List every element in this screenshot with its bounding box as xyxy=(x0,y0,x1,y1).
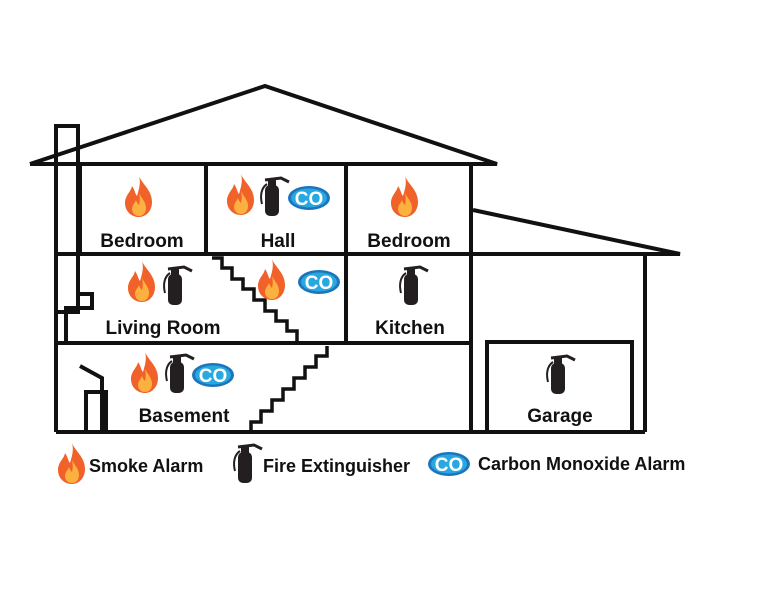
fire-extinguisher-icon xyxy=(259,176,291,218)
co-badge-icon xyxy=(288,186,330,210)
co-badge-icon xyxy=(298,270,340,294)
flame-icon xyxy=(131,352,158,393)
co-badge-icon xyxy=(192,363,234,387)
stairs xyxy=(212,256,329,432)
fire-extinguisher-icon xyxy=(545,354,577,396)
flame-icon xyxy=(128,261,155,302)
legend: Smoke Alarm Fire Extinguisher Carbon Mon… xyxy=(58,443,685,485)
legend-carbon-monoxide-alarm: Carbon Monoxide Alarm xyxy=(478,454,685,474)
room-label-bedroom-left: Bedroom xyxy=(100,231,183,252)
main-roof xyxy=(29,83,498,166)
upper-stairs xyxy=(212,256,299,343)
room-label-basement: Basement xyxy=(139,406,230,427)
fire-extinguisher-icon xyxy=(232,443,264,485)
legend-fire-extinguisher: Fire Extinguisher xyxy=(263,456,410,476)
room-label-bedroom-right: Bedroom xyxy=(367,231,450,252)
room-label-kitchen: Kitchen xyxy=(375,318,445,339)
flame-icon xyxy=(227,174,254,215)
fire-extinguisher-icon xyxy=(164,353,196,395)
lower-stairs xyxy=(249,346,329,432)
legend-smoke-alarm: Smoke Alarm xyxy=(89,456,203,476)
garage-door xyxy=(485,340,634,434)
room-label-living-room: Living Room xyxy=(105,318,220,339)
flame-icon xyxy=(391,176,418,217)
flame-icon xyxy=(258,259,285,300)
fire-extinguisher-icon xyxy=(398,265,430,307)
co-badge-icon xyxy=(428,452,470,476)
room-label-hall: Hall xyxy=(261,231,296,252)
furnace xyxy=(79,364,104,432)
fire-extinguisher-icon xyxy=(162,265,194,307)
house-outline xyxy=(29,83,681,434)
flame-icon xyxy=(58,443,85,484)
garage-roof xyxy=(472,208,681,256)
flame-icon xyxy=(125,176,152,217)
room-label-garage: Garage xyxy=(527,406,592,427)
